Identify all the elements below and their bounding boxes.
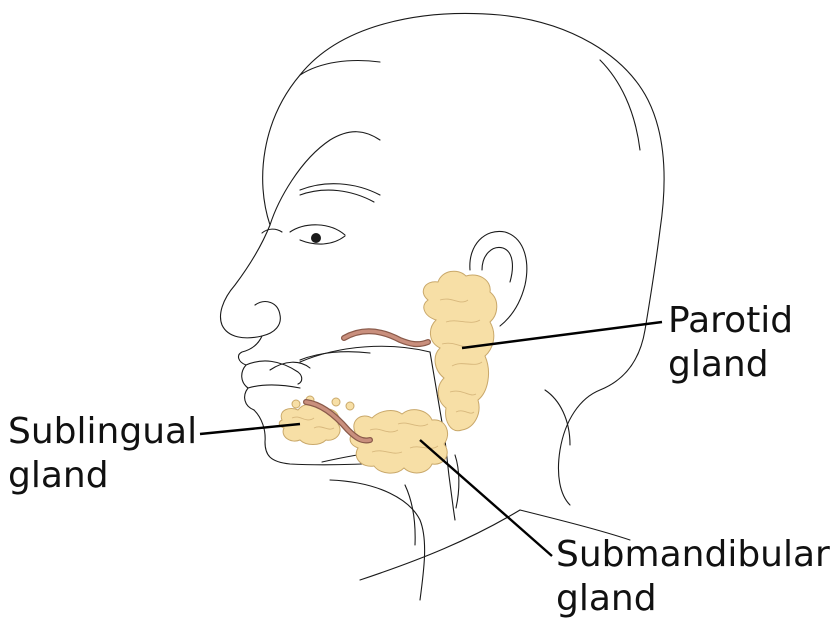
eye (262, 225, 345, 244)
parotid-duct (344, 331, 428, 344)
sublingual-label: Sublingual gland (8, 410, 197, 498)
submandibular-label-line2: gland (556, 577, 830, 621)
sublingual-label-line1: Sublingual (8, 410, 197, 454)
parotid-label: Parotid gland (668, 299, 793, 387)
parotid-label-line2: gland (668, 343, 793, 387)
submandibular-label-line1: Submandibular (556, 533, 830, 577)
parotid-gland (423, 271, 497, 430)
sublingual-label-line2: gland (8, 454, 197, 498)
submandibular-leader-line (420, 440, 552, 556)
parotid-label-line1: Parotid (668, 299, 793, 343)
submandibular-label: Submandibular gland (556, 533, 830, 621)
